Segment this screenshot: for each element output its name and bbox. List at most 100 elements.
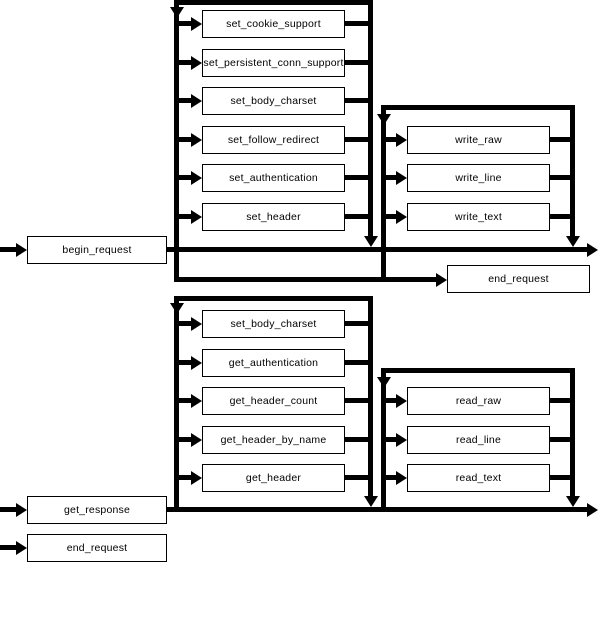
arrow-down-icon [170,303,184,314]
arrow-right-icon [396,394,407,408]
response-main-line [167,507,588,512]
arrow-right-icon [16,503,27,517]
entry-line [174,60,192,65]
entry-line [381,137,396,142]
arrow-right-icon [191,317,202,331]
write-loop-rail-left [381,105,386,282]
node-write-text: write_text [407,203,550,231]
arrow-down-icon [566,496,580,507]
exit-line [345,60,370,65]
node-set-body-charset-response: set_body_charset [202,310,345,338]
entry-line [381,398,396,403]
arrow-down-icon [377,114,391,125]
exit-line [345,214,370,219]
entry-line [174,175,192,180]
arrow-right-icon [191,433,202,447]
arrow-right-icon [436,273,447,287]
exit-line [550,475,570,480]
arrow-right-icon [16,541,27,555]
exit-line [345,321,370,326]
node-write-raw: write_raw [407,126,550,154]
arrow-right-icon [396,171,407,185]
exit-line [345,175,370,180]
entry-line [174,98,192,103]
arrow-right-icon [191,94,202,108]
node-set-persistent-conn-support: set_persistent_conn_support [202,49,345,77]
entry-line [381,475,396,480]
node-begin-request: begin_request [27,236,167,264]
node-get-header-by-name: get_header_by_name [202,426,345,454]
exit-line [345,98,370,103]
exit-line [345,398,370,403]
arrow-right-icon [396,210,407,224]
write-loop-rail-right [570,105,575,236]
exit-line [550,437,570,442]
arrow-right-icon [191,56,202,70]
node-end-request-final: end_request [27,534,167,562]
entry-line [0,247,17,252]
exit-line [550,137,570,142]
arrow-right-icon [191,171,202,185]
arrow-right-icon [191,471,202,485]
exit-line [550,175,570,180]
arrow-right-icon [191,17,202,31]
node-read-raw: read_raw [407,387,550,415]
node-get-response: get_response [27,496,167,524]
get-loop-rail-left [174,296,179,512]
exit-line [550,214,570,219]
entry-line [381,214,396,219]
exit-line [345,137,370,142]
arrow-right-icon [396,133,407,147]
set-loop-border-top [174,0,373,5]
request-main-line [167,247,588,252]
node-get-header-count: get_header_count [202,387,345,415]
exit-line [345,437,370,442]
arrow-right-icon [396,471,407,485]
exit-line [550,398,570,403]
exit-line [345,360,370,365]
entry-line [174,475,192,480]
arrow-right-icon [16,243,27,257]
exit-line [345,475,370,480]
entry-line [174,437,192,442]
arrow-right-icon [191,210,202,224]
arrow-right-icon [191,133,202,147]
entry-line [0,545,17,550]
read-loop-border-top [381,368,575,373]
arrow-right-icon [396,433,407,447]
arrow-right-icon [587,503,598,517]
exit-line [345,21,370,26]
arrow-down-icon [377,377,391,388]
read-loop-rail-right [570,368,575,496]
arrow-right-icon [191,356,202,370]
node-end-request: end_request [447,265,590,293]
node-write-line: write_line [407,164,550,192]
entry-line [174,214,192,219]
write-loop-border-top [381,105,575,110]
entry-line [174,321,192,326]
set-loop-rail-right [368,0,373,236]
node-read-text: read_text [407,464,550,492]
arrow-down-icon [364,496,378,507]
entry-line [174,360,192,365]
arrow-down-icon [170,7,184,18]
entry-line [381,175,396,180]
node-read-line: read_line [407,426,550,454]
arrow-right-icon [191,394,202,408]
entry-line [174,398,192,403]
entry-line [174,21,192,26]
arrow-right-icon [587,243,598,257]
node-set-authentication: set_authentication [202,164,345,192]
entry-line [174,137,192,142]
node-set-body-charset: set_body_charset [202,87,345,115]
node-get-header: get_header [202,464,345,492]
node-set-header: set_header [202,203,345,231]
node-get-authentication: get_authentication [202,349,345,377]
get-loop-rail-right [368,296,373,496]
arrow-down-icon [364,236,378,247]
node-set-follow-redirect: set_follow_redirect [202,126,345,154]
node-set-cookie-support: set_cookie_support [202,10,345,38]
end-request-branch-line [174,277,436,282]
arrow-down-icon [566,236,580,247]
